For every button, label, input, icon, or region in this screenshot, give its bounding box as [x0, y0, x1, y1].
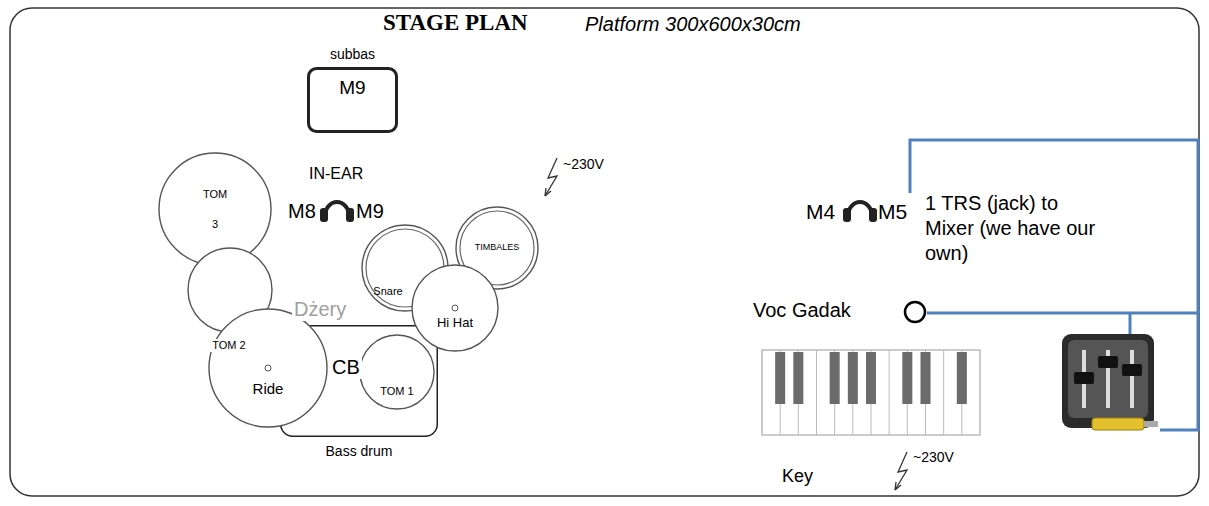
drum-label: Snare: [368, 285, 408, 298]
headband: [848, 202, 872, 216]
drum-label: TOM 1: [367, 385, 427, 398]
black-key: [775, 352, 785, 404]
drum-outline: [158, 152, 272, 266]
white-key-divider: [889, 350, 890, 435]
drum-label: TIMBALES: [455, 242, 539, 252]
vocal-mic: [905, 302, 925, 322]
drum-label: Bass drum: [280, 443, 438, 459]
connection-note: 1 TRS (jack) to Mixer (we have our own): [925, 191, 1111, 266]
jack-plug: [1092, 418, 1144, 430]
drum-label: Ride: [228, 380, 308, 397]
headband: [325, 202, 349, 216]
mixer-panel: [1068, 340, 1148, 418]
drum-circle: [412, 265, 498, 351]
white-key-divider: [816, 350, 817, 435]
power-symbol: [545, 158, 557, 196]
drum-piece: subbasM9: [307, 67, 398, 133]
keyboard: [762, 350, 980, 435]
ear-cup: [346, 208, 354, 222]
cymbal-bell: [452, 305, 458, 311]
black-key: [830, 352, 840, 404]
drum-circle: [360, 335, 434, 409]
lightning-bolt: [545, 158, 557, 196]
monitor-number: M4: [806, 199, 835, 224]
keyboard-body: [762, 350, 980, 435]
power-label: ~230V: [913, 449, 954, 466]
drum-outline: [208, 308, 328, 428]
drum-outline: [307, 67, 398, 133]
vocal-label: Voc Gadak: [753, 298, 851, 322]
black-key: [902, 352, 912, 404]
mixer-wire: [1129, 313, 1132, 336]
lightning-tip: [545, 188, 551, 196]
power-label: ~230V: [563, 156, 604, 173]
drum-circle: [159, 153, 271, 265]
drum-label: M9: [307, 77, 398, 99]
mixer-icon: [1062, 334, 1158, 430]
drum-label: TOM 3: [201, 179, 229, 239]
power-symbol: [895, 452, 907, 490]
cymbal-bell: [265, 365, 271, 371]
black-key: [866, 352, 876, 404]
in-ear-label: IN-EAR: [309, 164, 363, 183]
ear-cup: [869, 208, 877, 222]
jack-tip: [1144, 421, 1158, 427]
ear-cup: [843, 208, 851, 222]
cowbell-label: CB: [330, 355, 362, 379]
drum-label: TOM 2: [209, 339, 249, 352]
drum-outline: [359, 334, 435, 410]
drum-piece: TOM 3: [158, 152, 272, 266]
lightning-bolt: [895, 452, 907, 490]
fader-track: [1130, 350, 1134, 408]
monitor-number: M8: [288, 199, 316, 223]
white-key-divider: [943, 350, 944, 435]
monitor-number: M9: [356, 199, 384, 223]
mixer-body: [1062, 334, 1154, 428]
musician-name: Dżery: [292, 297, 348, 321]
drum-label: Hi Hat: [420, 316, 490, 331]
in-ear-headphones: [843, 202, 877, 222]
keyboard-label: Key: [782, 466, 813, 488]
black-key: [793, 352, 803, 404]
in-ear-headphones: [320, 202, 354, 222]
lightning-tip: [895, 482, 901, 490]
monitor-number: M5: [878, 199, 907, 224]
platform-size: Platform 300x600x30cm: [583, 12, 803, 36]
black-key: [921, 352, 931, 404]
fader-knob: [1122, 364, 1142, 376]
page-title: STAGE PLAN: [380, 9, 531, 37]
fader-knob: [1098, 356, 1118, 368]
platform-outline: [10, 8, 1199, 496]
fader-knob: [1074, 372, 1094, 384]
drum-circle: [209, 309, 327, 427]
ear-cup: [320, 208, 328, 222]
drum-outline: [411, 264, 499, 352]
drum-piece: TOM 1: [359, 334, 435, 410]
black-key: [848, 352, 858, 404]
drum-label: subbas: [307, 46, 398, 62]
drum-piece: Ride: [208, 308, 328, 428]
mic-wire: [927, 312, 1198, 315]
black-key: [957, 352, 967, 404]
drum-piece: Hi Hat: [411, 264, 499, 352]
